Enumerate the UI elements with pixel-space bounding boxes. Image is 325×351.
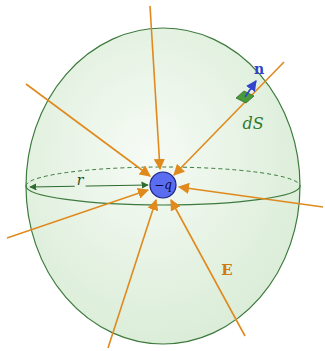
charge-disc (150, 172, 176, 198)
field-line (108, 200, 156, 348)
charge-label: −q (154, 178, 172, 192)
field-line (7, 190, 148, 238)
area-element-label: dS (240, 115, 265, 133)
field-line (179, 187, 323, 207)
normal-vector (245, 81, 256, 97)
field-label: E (219, 262, 234, 279)
field-lines (7, 6, 323, 348)
normal-label: n (252, 61, 266, 77)
charge-circle: −q (149, 171, 177, 199)
field-line (174, 62, 284, 175)
radius-line (30, 185, 148, 187)
sphere-surface (26, 28, 300, 344)
field-line (171, 200, 245, 336)
field-line (150, 6, 160, 169)
field-line (26, 84, 150, 176)
radius-label: r (75, 172, 86, 188)
